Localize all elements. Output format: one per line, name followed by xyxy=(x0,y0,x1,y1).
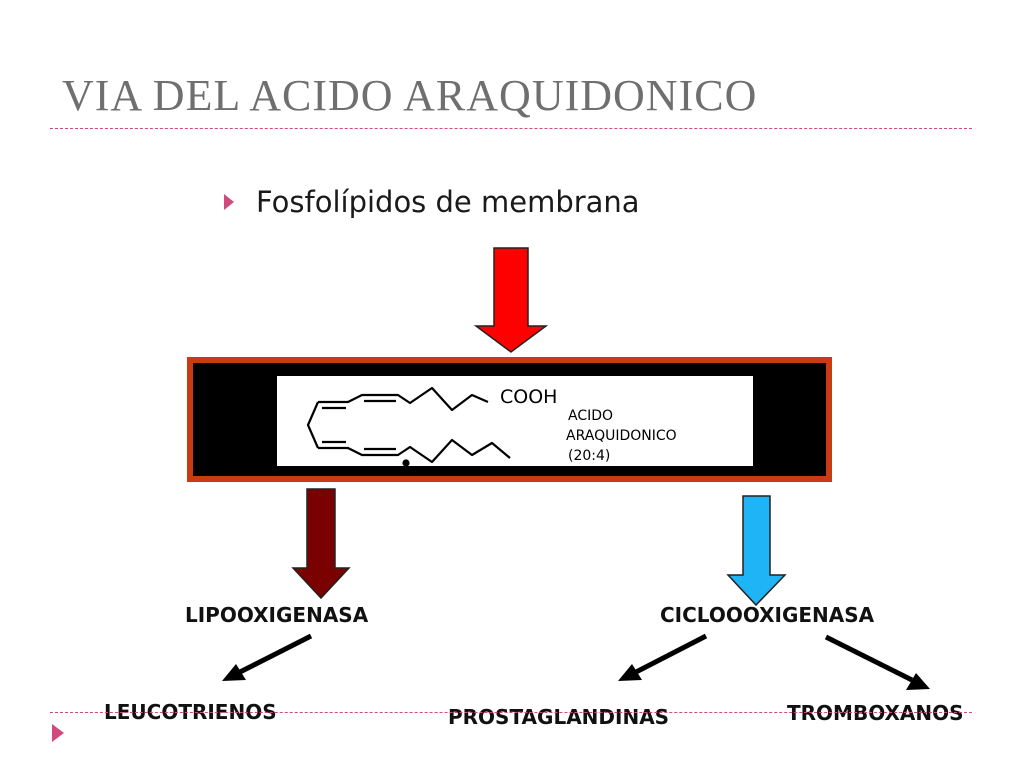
bullet-triangle-icon xyxy=(224,194,234,210)
bullet-text: Fosfolípidos de membrana xyxy=(256,185,640,219)
molecule-box xyxy=(187,357,832,482)
molecule-name-line2: ARAQUIDONICO xyxy=(566,428,677,444)
arrow-to-prostaglandins xyxy=(618,633,708,681)
slide-title: VIA DEL ACIDO ARAQUIDONICO xyxy=(62,71,758,120)
arrow-to-cyclooxygenase xyxy=(726,495,787,607)
arrow-to-thromboxanes xyxy=(824,634,930,690)
lipoxygenase-label: LIPOOXIGENASA xyxy=(185,603,369,627)
molecule-name-line1: ACIDO xyxy=(568,408,613,424)
arrow-phospholipids-to-acid xyxy=(473,247,549,353)
thromboxanes-label: TROMBOXANOS xyxy=(787,701,964,725)
title-divider xyxy=(50,128,972,129)
carboxyl-group-label: COOH xyxy=(500,386,557,408)
molecule-structure xyxy=(306,386,511,467)
cyclooxygenase-label: CICLOOOXIGENASA xyxy=(660,603,875,627)
footer-triangle-icon xyxy=(52,724,64,742)
arrow-to-leukotrienes xyxy=(222,633,313,681)
molecule-formula: (20:4) xyxy=(568,448,610,464)
footer-divider xyxy=(50,712,972,713)
prostaglandins-label: PROSTAGLANDINAS xyxy=(448,705,670,729)
arrow-to-lipoxygenase xyxy=(291,488,351,600)
bullet-item: Fosfolípidos de membrana xyxy=(224,185,640,219)
